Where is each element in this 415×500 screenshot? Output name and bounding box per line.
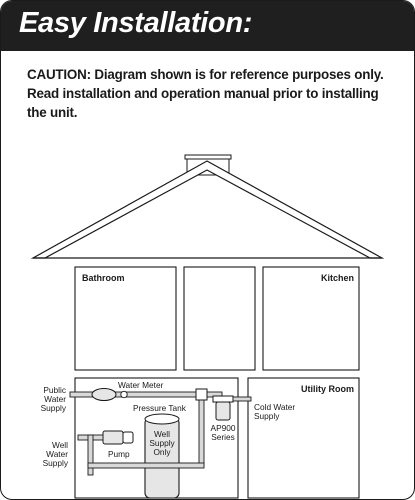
pump-body bbox=[102, 430, 124, 445]
outlet-pipe bbox=[232, 396, 252, 402]
cold-water-line: Supply bbox=[254, 411, 280, 421]
ap900-filter bbox=[215, 401, 231, 421]
well-water-supply-label: Well Water Supply bbox=[43, 440, 69, 468]
well-water-line: Water bbox=[46, 449, 68, 459]
well-water-line: Well bbox=[52, 440, 68, 450]
bathroom-room bbox=[74, 266, 177, 371]
riser-pipe bbox=[198, 391, 205, 467]
header-bar: Easy Installation: bbox=[1, 1, 414, 51]
well-water-line: Supply bbox=[43, 458, 69, 468]
pressure-tank-label: Pressure Tank bbox=[133, 403, 187, 413]
well-supply-line: Well bbox=[154, 429, 170, 439]
well-supply-only-label: Well Supply Only bbox=[149, 429, 175, 457]
well-supply-line: Supply bbox=[149, 438, 175, 448]
kitchen-room bbox=[262, 266, 360, 371]
pump-label: Pump bbox=[108, 449, 130, 459]
caution-text: CAUTION: Diagram shown is for reference … bbox=[27, 67, 384, 120]
well-supply-line: Only bbox=[153, 447, 171, 457]
bathroom-label: Bathroom bbox=[82, 273, 125, 283]
tee-fitting bbox=[195, 388, 208, 401]
pump-motor bbox=[122, 431, 134, 444]
water-meter-label: Water Meter bbox=[118, 380, 164, 390]
utility-room-label: Utility Room bbox=[301, 384, 354, 394]
public-label-line: Supply bbox=[41, 403, 67, 413]
kitchen-label: Kitchen bbox=[321, 273, 354, 283]
water-meter bbox=[91, 388, 117, 401]
middle-room bbox=[183, 266, 256, 371]
cold-water-supply-label: Cold Water Supply bbox=[254, 402, 295, 421]
page-title: Easy Installation: bbox=[19, 7, 253, 39]
cold-water-line: Cold Water bbox=[254, 402, 295, 412]
roof bbox=[30, 160, 385, 259]
bottom-pipe bbox=[87, 462, 205, 469]
ap900-line: AP900 bbox=[211, 423, 236, 433]
well-pipe bbox=[87, 434, 94, 476]
utility-room bbox=[247, 377, 360, 499]
public-label-line: Water bbox=[44, 394, 66, 404]
ap900-head bbox=[212, 395, 234, 403]
public-label-line: Public bbox=[43, 385, 66, 395]
public-water-supply-label: Public Water Supply bbox=[41, 385, 67, 413]
chimney-top bbox=[184, 154, 232, 160]
supply-pipe bbox=[69, 391, 223, 398]
pressure-tank-top bbox=[144, 413, 180, 425]
ap900-line: Series bbox=[211, 432, 235, 442]
valve-icon bbox=[120, 390, 128, 399]
ap900-series-label: AP900 Series bbox=[211, 423, 236, 442]
